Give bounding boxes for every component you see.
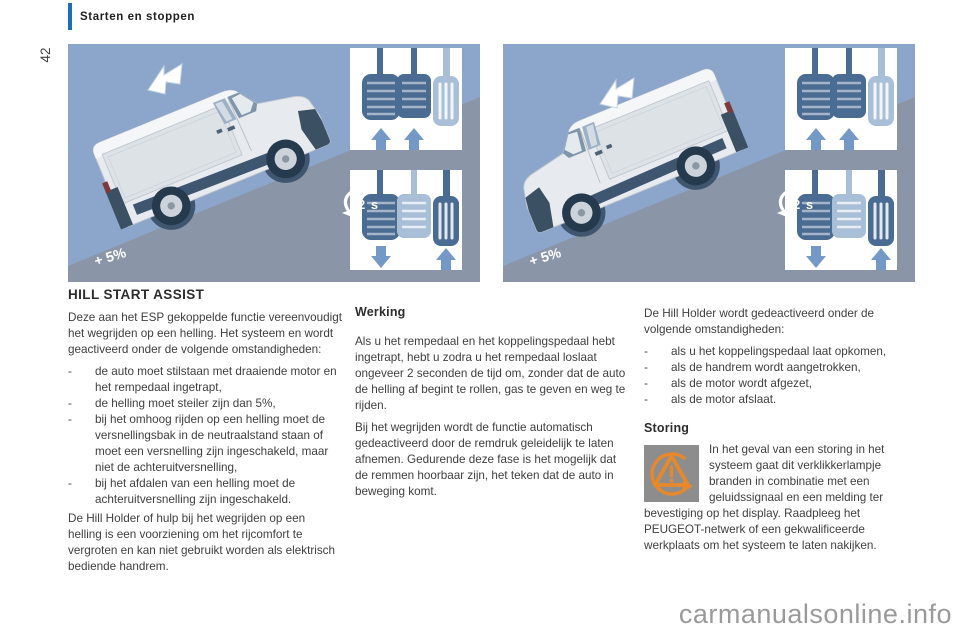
illustration-reverse-uphill-start: + 5% 2 s — [503, 44, 915, 282]
werking-paragraph-2: Bij het wegrijden wordt de functie autom… — [355, 421, 617, 498]
storing-block: In het geval van een storing in het syst… — [644, 442, 920, 554]
storing-title: Storing — [644, 421, 690, 435]
list-item: - als de motor afslaat. — [644, 393, 777, 406]
list-item: - als de handrem wordt aangetrokken, — [644, 361, 861, 374]
subsection-title: Werking — [355, 305, 406, 319]
column-werking: Werking Als u het rempedaal en het koppe… — [355, 304, 631, 506]
list-item: - als u het koppelingspedaal laat opkome… — [644, 345, 887, 358]
pedals-step1-icon — [350, 48, 462, 150]
list-item: - bij het omhoog rijden op een helling m… — [68, 413, 329, 474]
header-accent-bar — [68, 3, 72, 30]
storing-body-text: In het geval van een storing in het syst… — [644, 443, 885, 552]
uphill-arrow-icon — [147, 63, 183, 95]
list-item: - als de motor wordt afgezet, — [644, 377, 812, 390]
list-item: - bij het afdalen van een helling moet d… — [68, 477, 296, 506]
column-hill-start-assist: HILL START ASSIST Deze aan het ESP gekop… — [68, 287, 342, 581]
section-title: HILL START ASSIST — [68, 287, 205, 302]
intro-paragraph: Deze aan het ESP gekoppelde functie vere… — [68, 311, 342, 356]
timer-label: 2 s — [793, 197, 814, 212]
timer-arrow-icon — [342, 190, 353, 217]
esp-warning-lamp-icon — [644, 445, 699, 502]
deactivation-intro: De Hill Holder wordt gedeactiveerd onder… — [644, 307, 874, 336]
illustration-uphill-start: + 5% 2 s — [68, 44, 480, 282]
list-item: - de auto moet stilstaan met draaiende m… — [68, 365, 337, 394]
deactivation-conditions-list: - als u het koppelingspedaal laat opkome… — [644, 344, 920, 408]
pedals-step2-icon — [350, 170, 462, 270]
uphill-arrow-icon — [599, 77, 635, 109]
werking-paragraph-1: Als u het rempedaal en het koppelingsped… — [355, 335, 626, 412]
timer-label: 2 s — [358, 197, 379, 212]
note-paragraph: De Hill Holder of hulp bij het wegrijden… — [68, 512, 336, 573]
page-header-title: Starten en stoppen — [80, 11, 195, 23]
column-deactivation-storing: De Hill Holder wordt gedeactiveerd onder… — [644, 306, 920, 554]
pedals-step1-icon — [785, 48, 897, 150]
list-item: - de helling moet steiler zijn dan 5%, — [68, 397, 276, 410]
reverse-uphill-start-scene: + 5% 2 s — [503, 44, 915, 282]
watermark-text: carmanualsonline.info — [678, 599, 952, 629]
uphill-start-scene: + 5% 2 s — [68, 44, 480, 282]
activation-conditions-list: - de auto moet stilstaan met draaiende m… — [68, 364, 342, 508]
pedals-step2-icon — [785, 170, 897, 270]
timer-arrow-icon — [777, 190, 788, 217]
page-number: 42 — [38, 47, 53, 63]
